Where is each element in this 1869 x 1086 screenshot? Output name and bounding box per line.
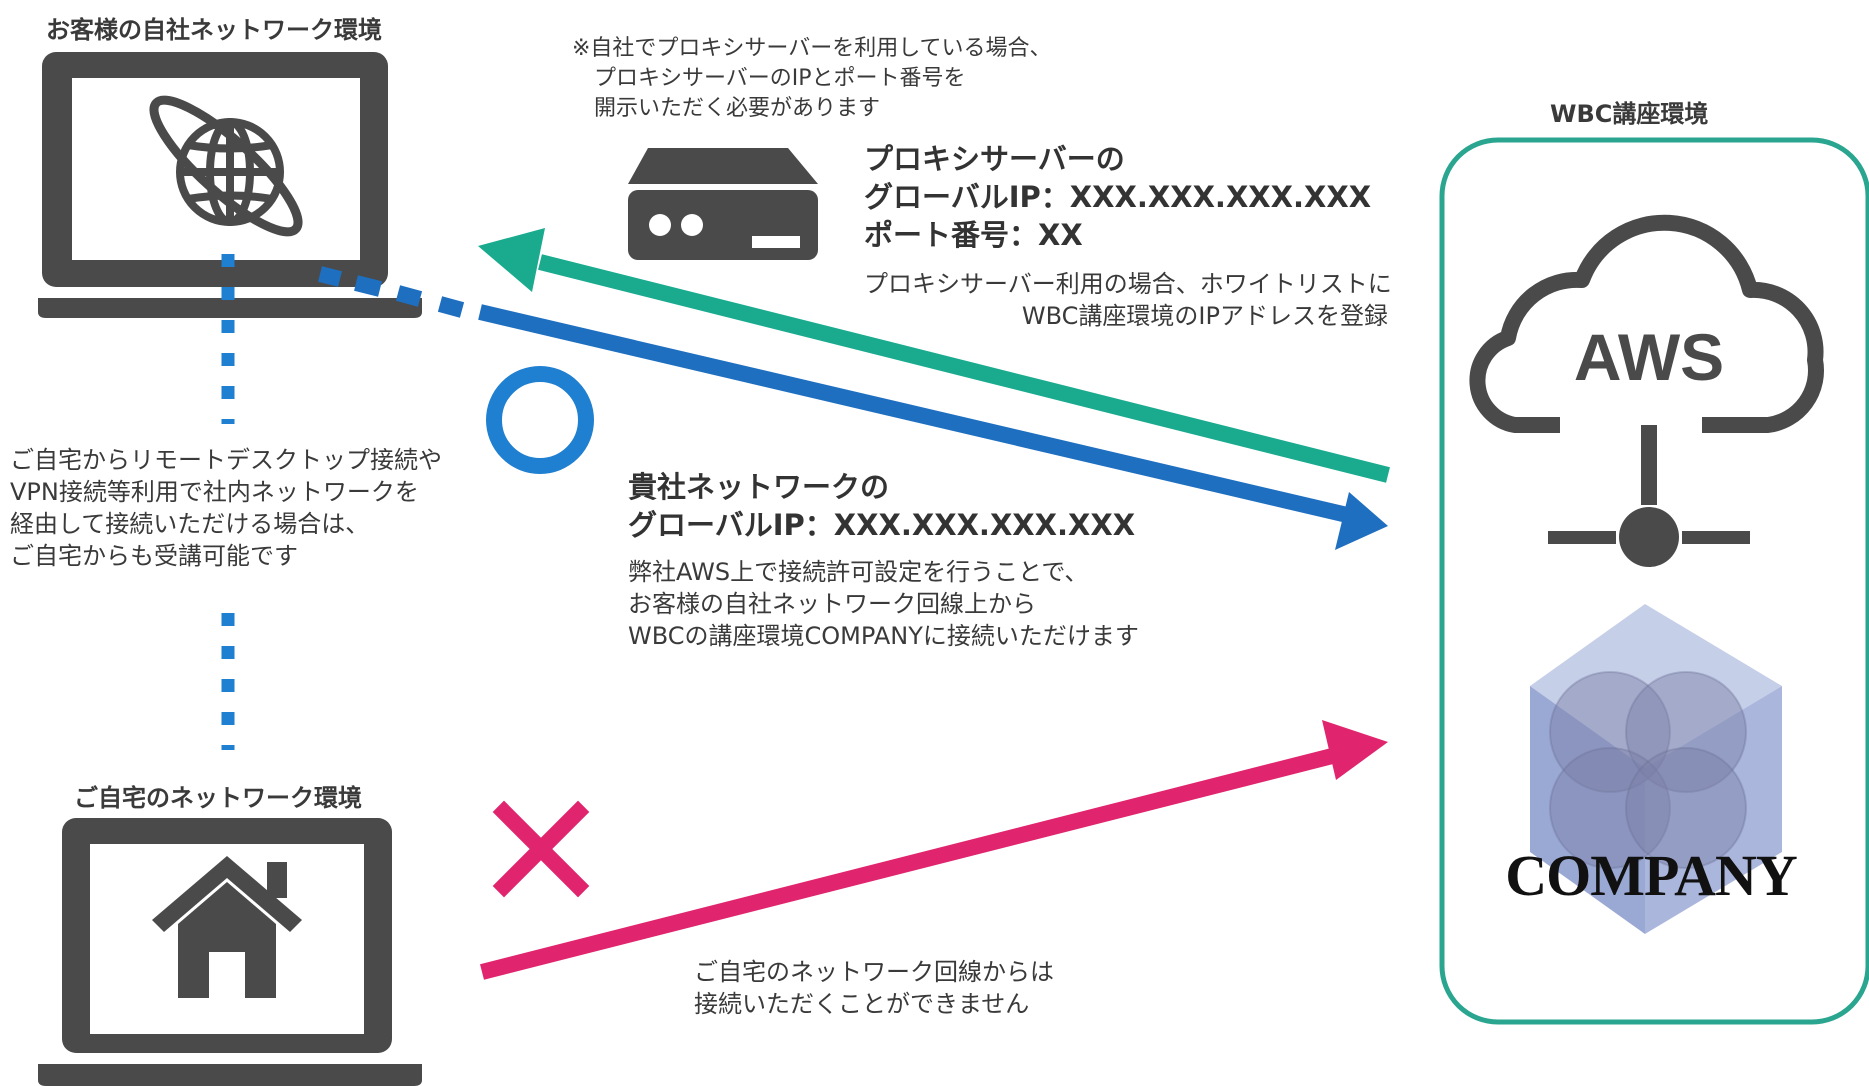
company-desc-line-2: お客様の自社ネットワーク回線上から [628, 590, 1036, 618]
remote-access-note: ご自宅からリモートデスクトップ接続や VPN接続等利用で社内ネットワークを 経由… [10, 444, 442, 572]
proxy-port: ポート番号：XX [864, 218, 1083, 252]
remote-note-line-1: ご自宅からリモートデスクトップ接続や [10, 446, 442, 474]
home-blocked-line-2: 接続いただくことができません [694, 990, 1030, 1018]
office-title: お客様の自社ネットワーク環境 [46, 16, 382, 44]
house-icon [152, 856, 302, 998]
pink-arrow [480, 720, 1388, 980]
proxy-global-ip: グローバルIP：XXX.XXX.XXX.XXX [864, 180, 1372, 214]
wbc-environment-box [1439, 137, 1869, 1025]
proxy-heading-line-1: プロキシサーバーの [864, 142, 1125, 176]
company-logo-text: COMPANY [1505, 843, 1798, 908]
office-dotted-connection [318, 266, 465, 318]
green-arrow [478, 228, 1390, 483]
proxy-note-line-3: 開示いただく必要があります [594, 96, 881, 121]
proxy-server-icon [628, 148, 818, 260]
home-blocked-line-1: ご自宅のネットワーク回線からは [694, 958, 1054, 986]
company-network-description: 弊社AWS上で接続許可設定を行うことで、 お客様の自社ネットワーク回線上から W… [628, 556, 1139, 652]
company-network-heading-line-1: 貴社ネットワークの [628, 470, 890, 504]
home-title: ご自宅のネットワーク環境 [74, 784, 362, 812]
home-blocked-note: ご自宅のネットワーク回線からは 接続いただくことができません [694, 956, 1054, 1020]
blue-arrow [478, 304, 1388, 550]
cross-ng-icon [492, 800, 590, 898]
proxy-heading: プロキシサーバーの グローバルIP：XXX.XXX.XXX.XXX ポート番号：… [864, 140, 1371, 254]
remote-note-line-3: 経由して接続いただける場合は、 [10, 510, 370, 538]
proxy-note: ※自社でプロキシサーバーを利用している場合、 プロキシサーバーのIPとポート番号… [572, 34, 1052, 124]
company-cube-graphic [1530, 604, 1782, 934]
remote-note-line-4: ご自宅からも受講可能です [10, 542, 298, 570]
company-desc-line-1: 弊社AWS上で接続許可設定を行うことで、 [628, 558, 1089, 586]
globe-icon [149, 95, 303, 237]
remote-note-line-2: VPN接続等利用で社内ネットワークを [10, 478, 419, 506]
aws-label: AWS [1573, 320, 1725, 394]
aws-cloud-icon [1469, 214, 1824, 567]
whitelist-note: プロキシサーバー利用の場合、ホワイトリストに WBC講座環境のIPアドレスを登録 [864, 268, 1392, 332]
company-network-heading: 貴社ネットワークの グローバルIP：XXX.XXX.XXX.XXX [628, 468, 1135, 544]
wbc-title: WBC講座環境 [1550, 100, 1709, 128]
proxy-note-line-1: ※自社でプロキシサーバーを利用している場合、 [572, 36, 1052, 61]
whitelist-note-line-2: WBC講座環境のIPアドレスを登録 [1021, 302, 1388, 330]
company-global-ip: グローバルIP：XXX.XXX.XXX.XXX [628, 508, 1136, 542]
circle-ok-icon [486, 366, 594, 474]
whitelist-note-line-1: プロキシサーバー利用の場合、ホワイトリストに [864, 270, 1392, 298]
company-desc-line-3: WBCの講座環境COMPANYに接続いただけます [628, 622, 1139, 650]
proxy-note-line-2: プロキシサーバーのIPとポート番号を [594, 66, 966, 91]
